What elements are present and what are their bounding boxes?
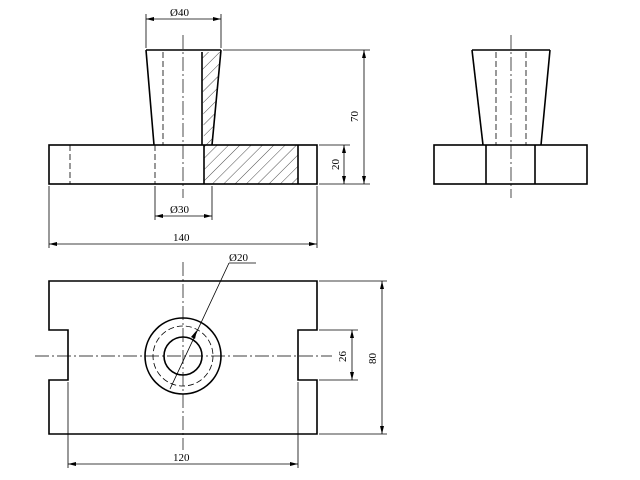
dim-top-diameter-label: Ø40 xyxy=(170,7,189,19)
dim-slot-width: 26 xyxy=(319,329,358,381)
dim-base-height: 20 xyxy=(319,144,350,184)
dim-base-height-label: 20 xyxy=(330,159,342,171)
dim-plan-hole-diameter-label: Ø20 xyxy=(229,252,248,264)
dim-plan-hole-diameter: Ø20 xyxy=(169,252,256,390)
dim-hole-diameter-label: Ø30 xyxy=(170,204,189,216)
dim-width: 80 xyxy=(319,280,387,435)
dim-inner-length: 120 xyxy=(67,382,299,468)
dim-hole-diameter: Ø30 xyxy=(154,186,213,220)
front-view xyxy=(48,35,318,198)
dim-length: 140 xyxy=(48,186,318,248)
side-view xyxy=(433,35,588,198)
top-view xyxy=(35,262,332,450)
dim-slot-width-label: 26 xyxy=(337,351,349,363)
dim-total-height: 70 xyxy=(223,49,370,185)
dim-width-label: 80 xyxy=(367,353,379,365)
dim-length-label: 140 xyxy=(173,232,190,244)
dim-total-height-label: 70 xyxy=(349,111,361,123)
section-hatch-funnel-wall xyxy=(202,52,221,145)
dim-top-diameter: Ø40 xyxy=(145,7,222,48)
dim-inner-length-label: 120 xyxy=(173,452,190,464)
section-hatch-base xyxy=(204,145,298,184)
